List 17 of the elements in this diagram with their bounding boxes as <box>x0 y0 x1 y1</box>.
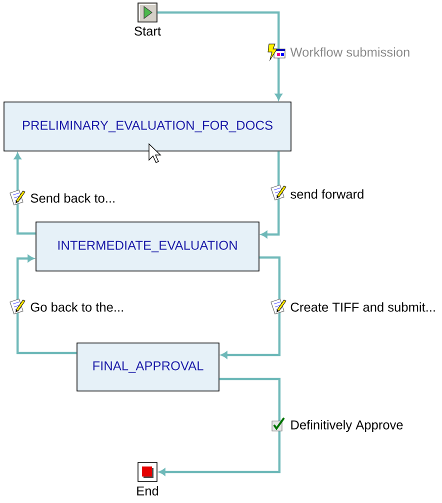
process-box: PRELIMINARY_EVALUATION_FOR_DOCS <box>4 102 292 152</box>
connector-arrow <box>158 378 280 476</box>
edge-label: Workflow submission <box>289 46 412 58</box>
node-label: End <box>137 486 158 496</box>
process-box: FINAL_APPROVAL <box>76 342 220 392</box>
connector-arrow <box>16 254 77 354</box>
edge-label: send forward <box>289 188 366 200</box>
edge-label: Send back to... <box>29 192 117 204</box>
connector-arrow <box>14 152 36 235</box>
edge-label: Go back to the... <box>29 301 126 313</box>
node-label: Start <box>134 26 161 36</box>
edge-label: Definitively Approve <box>289 419 404 433</box>
process-box: INTERMEDIATE_EVALUATION <box>36 222 260 272</box>
connector-arrow <box>260 151 280 238</box>
connector-arrow <box>157 11 282 100</box>
edge-label: Create TIFF and submit... <box>289 301 438 313</box>
connector-arrow <box>220 256 280 359</box>
